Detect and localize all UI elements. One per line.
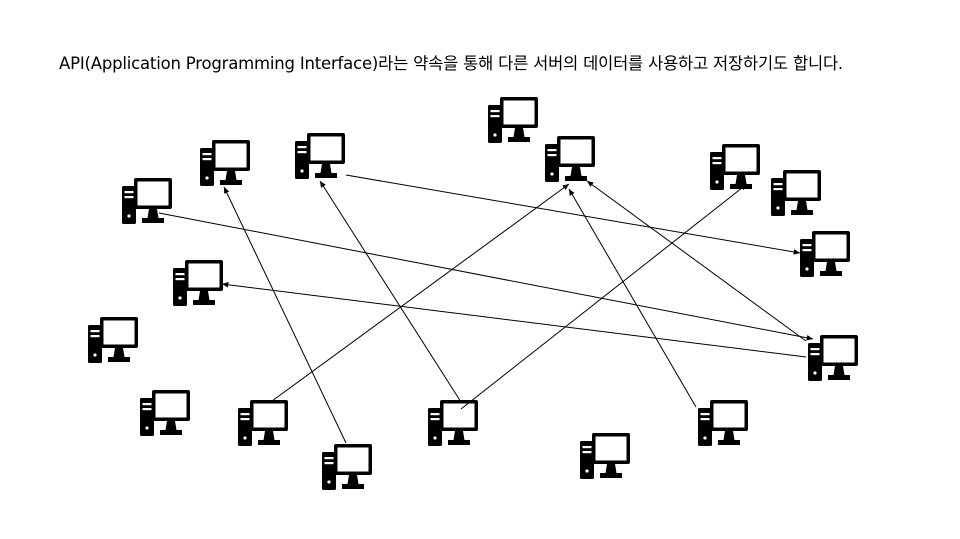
api-connection-arrow <box>221 282 807 358</box>
api-connection-arrow <box>158 212 814 341</box>
api-connection-arrow <box>271 183 570 402</box>
desktop-computer-icon <box>200 140 250 186</box>
desktop-computer-icon <box>428 400 478 446</box>
desktop-computer-icon <box>488 97 538 143</box>
desktop-computer-icon <box>295 133 345 179</box>
api-connection-arrow <box>586 180 807 342</box>
desktop-computer-icon <box>800 231 850 277</box>
desktop-computer-icon <box>122 178 172 224</box>
api-connection-arrow <box>460 183 748 410</box>
desktop-computer-icon <box>140 390 190 436</box>
desktop-computer-icon <box>238 400 288 446</box>
desktop-computer-icon <box>545 136 595 182</box>
desktop-computer-icon <box>710 144 760 190</box>
desktop-computer-icon <box>698 400 748 446</box>
desktop-computer-icon <box>808 335 858 381</box>
api-connection-arrow <box>568 188 697 408</box>
desktop-computer-icon <box>173 260 223 306</box>
caption-text: API(Application Programming Interface)라는… <box>59 54 843 73</box>
desktop-computer-icon <box>88 317 138 363</box>
desktop-computer-icon <box>322 444 372 490</box>
api-connection-arrow <box>345 174 801 255</box>
api-connection-arrow <box>319 180 462 403</box>
desktop-computer-icon <box>580 433 630 479</box>
desktop-computer-icon <box>771 170 821 216</box>
